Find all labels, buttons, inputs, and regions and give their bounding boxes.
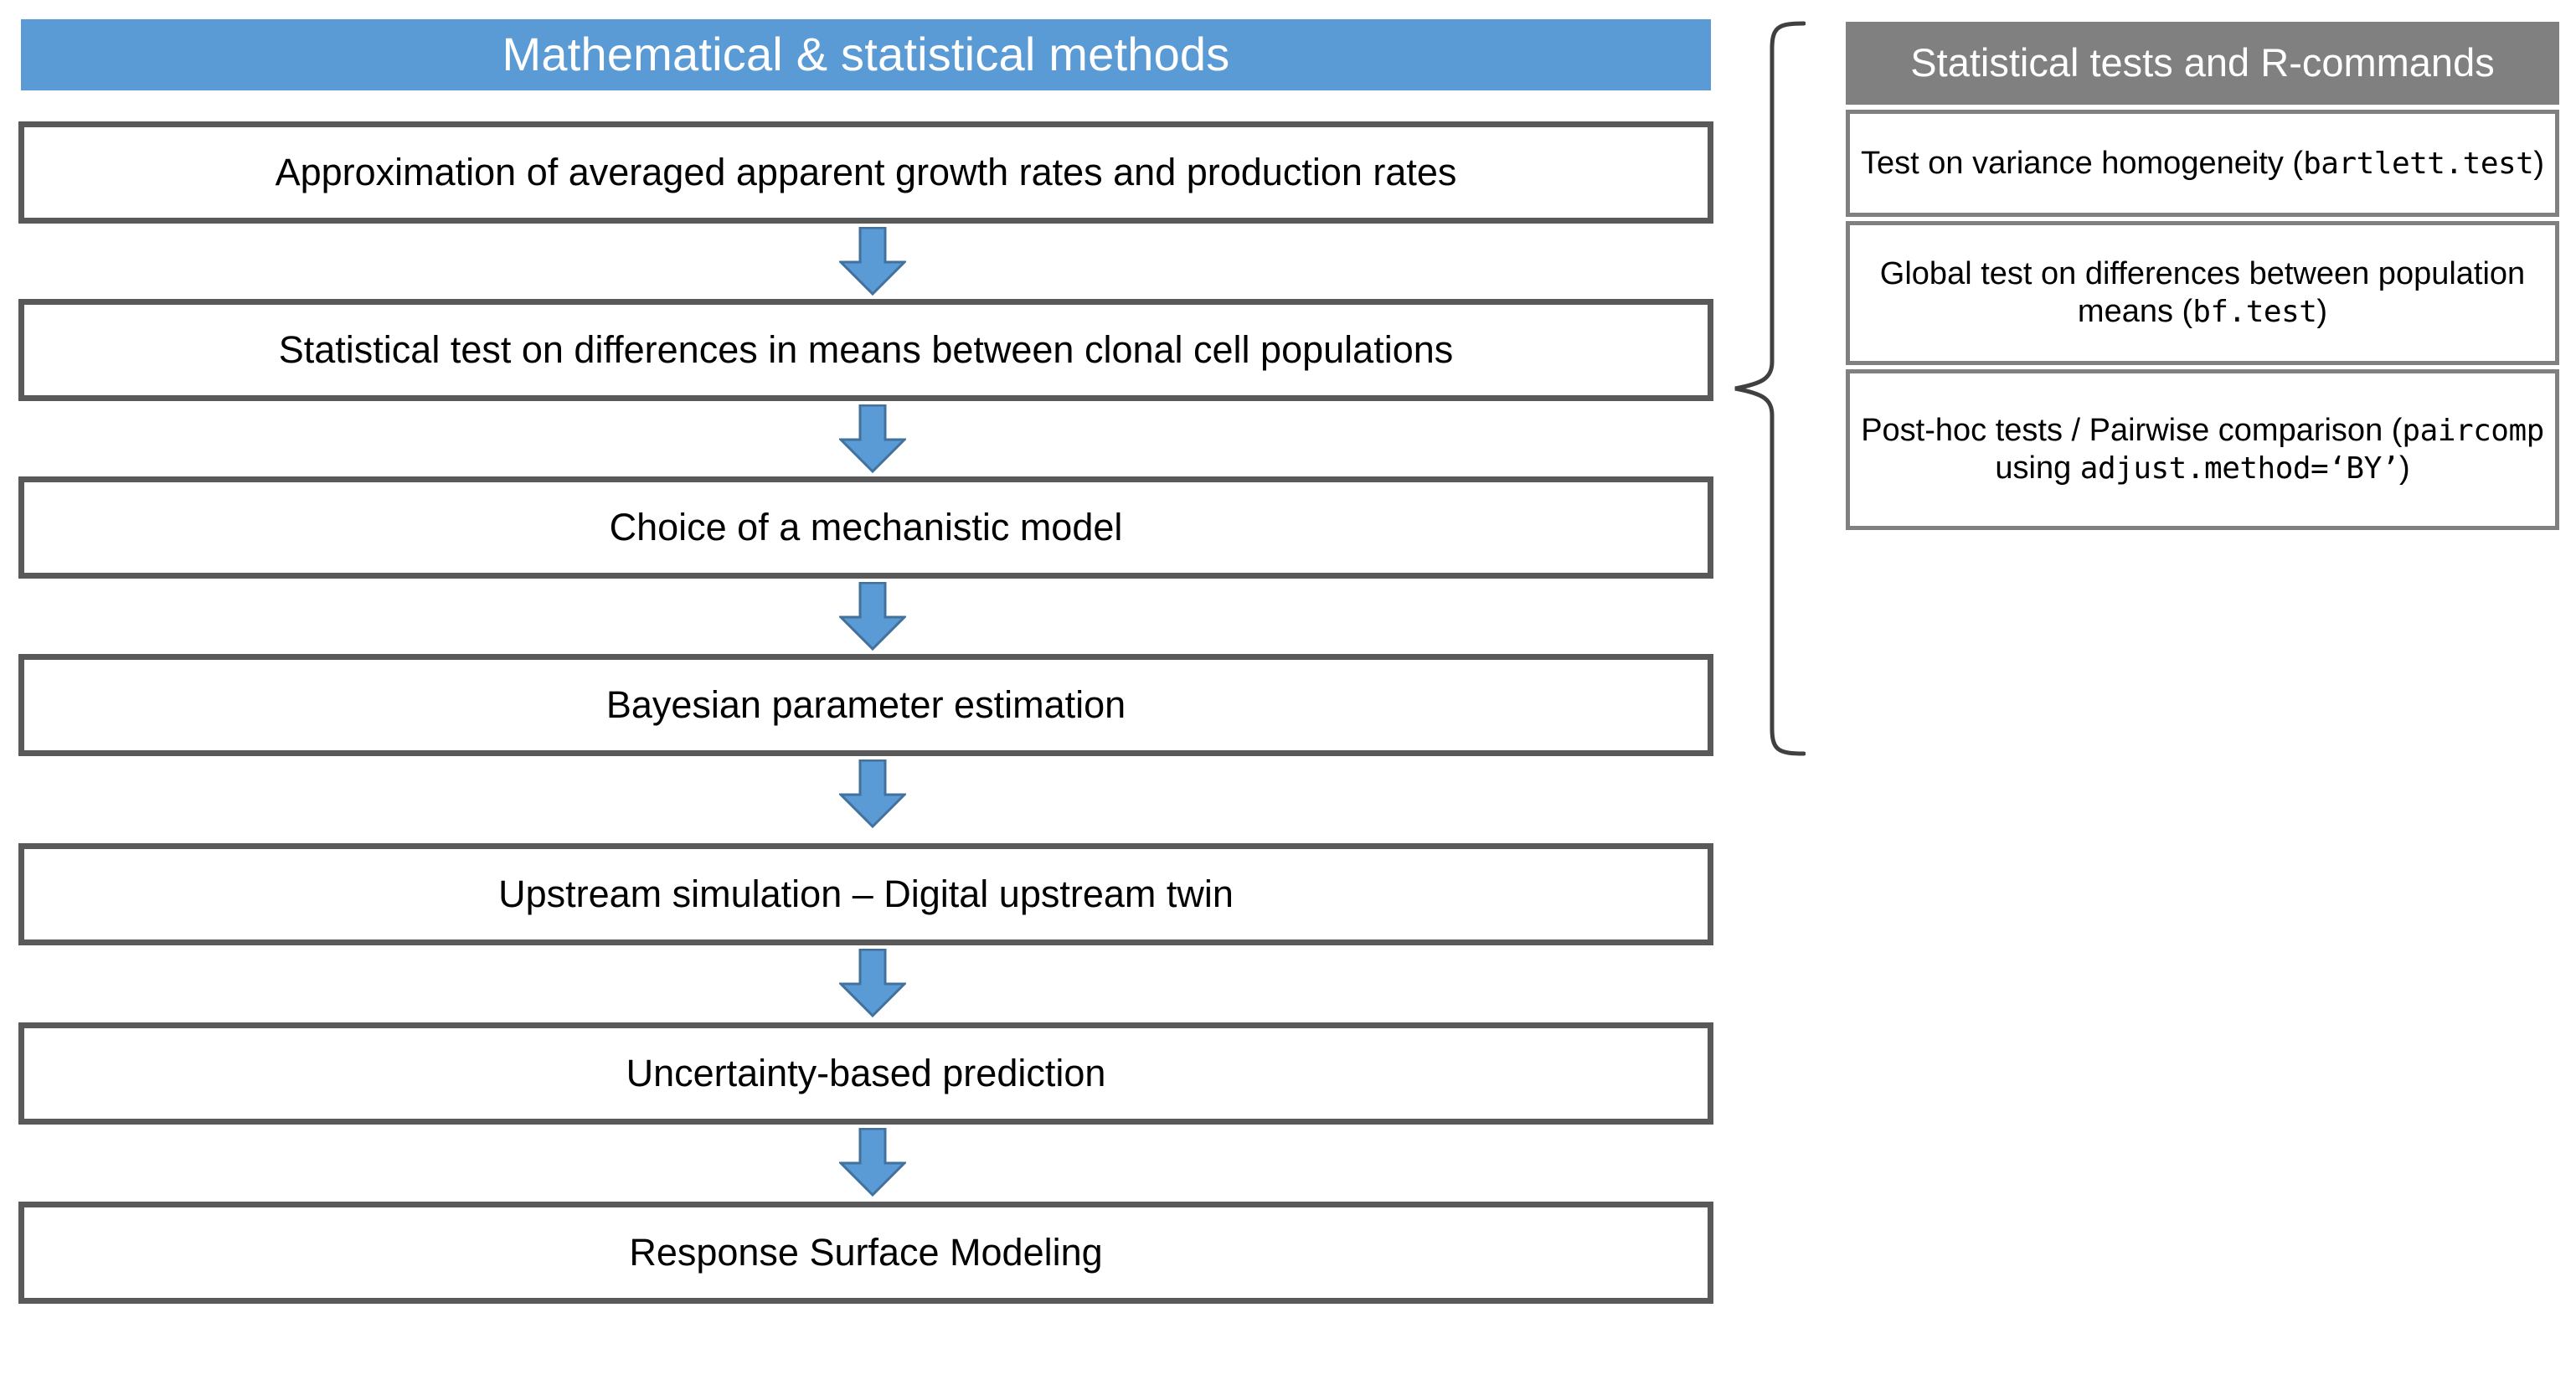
- test-item-text-after-1: ): [2533, 145, 2544, 181]
- r-command-3b: adjust.method=‘BY’: [2079, 451, 2400, 486]
- test-item-text-before-1: Test on variance homogeneity (: [1861, 145, 2304, 181]
- down-arrow-icon-2: [839, 404, 906, 473]
- flowchart-header-label: Mathematical & statistical methods: [502, 28, 1230, 81]
- r-command-3a: paircomp: [2402, 414, 2544, 449]
- flow-step-label-1: Approximation of averaged apparent growt…: [275, 151, 1457, 194]
- test-item-text-middle-3: using: [1995, 450, 2080, 486]
- flow-step-box-6[interactable]: Uncertainty-based prediction: [18, 1022, 1713, 1125]
- flow-step-box-3[interactable]: Choice of a mechanistic model: [18, 476, 1713, 579]
- flow-step-box-1[interactable]: Approximation of averaged apparent growt…: [18, 121, 1713, 224]
- flow-step-box-4[interactable]: Bayesian parameter estimation: [18, 654, 1713, 756]
- tests-header-banner: Statistical tests and R-commands: [1846, 22, 2559, 105]
- test-item-text-before-3: Post-hoc tests / Pairwise comparison (: [1861, 413, 2403, 449]
- flow-step-label-5: Upstream simulation – Digital upstream t…: [498, 873, 1234, 916]
- flow-step-label-6: Uncertainty-based prediction: [626, 1052, 1106, 1095]
- statistical-tests-column: Statistical tests and R-commands Test on…: [1846, 0, 2559, 1390]
- test-item-text-after-3: ): [2398, 450, 2410, 486]
- down-arrow-icon-5: [839, 949, 906, 1017]
- test-item-label-2: Global test on differences between popul…: [1860, 255, 2545, 331]
- flow-step-label-3: Choice of a mechanistic model: [609, 506, 1123, 549]
- test-item-box-1[interactable]: Test on variance homogeneity (bartlett.t…: [1846, 110, 2559, 217]
- flow-step-box-7[interactable]: Response Surface Modeling: [18, 1202, 1713, 1304]
- methods-flowchart-column: Mathematical & statistical methods Appro…: [18, 0, 1713, 1390]
- tests-header-label: Statistical tests and R-commands: [1910, 40, 2495, 85]
- curly-brace-left-icon: [1734, 20, 1806, 757]
- test-item-box-2[interactable]: Global test on differences between popul…: [1846, 221, 2559, 365]
- test-item-text-after-2: ): [2316, 294, 2328, 329]
- flow-step-box-2[interactable]: Statistical test on differences in means…: [18, 299, 1713, 401]
- flow-step-box-5[interactable]: Upstream simulation – Digital upstream t…: [18, 843, 1713, 945]
- down-arrow-icon-4: [839, 759, 906, 828]
- r-command-1: bartlett.test: [2303, 146, 2534, 181]
- test-item-label-1: Test on variance homogeneity (bartlett.t…: [1861, 145, 2544, 183]
- down-arrow-icon-6: [839, 1128, 906, 1197]
- down-arrow-icon-3: [839, 582, 906, 651]
- down-arrow-icon-1: [839, 227, 906, 296]
- r-command-2: bf.test: [2192, 295, 2317, 329]
- flowchart-header-banner: Mathematical & statistical methods: [21, 19, 1711, 90]
- flow-step-label-7: Response Surface Modeling: [629, 1231, 1103, 1274]
- flow-step-label-2: Statistical test on differences in means…: [278, 328, 1454, 372]
- test-item-box-3[interactable]: Post-hoc tests / Pairwise comparison (pa…: [1846, 369, 2559, 530]
- flow-step-label-4: Bayesian parameter estimation: [605, 683, 1126, 727]
- test-item-text-before-2: Global test on differences between popul…: [1879, 256, 2526, 329]
- test-item-label-3: Post-hoc tests / Pairwise comparison (pa…: [1860, 412, 2545, 487]
